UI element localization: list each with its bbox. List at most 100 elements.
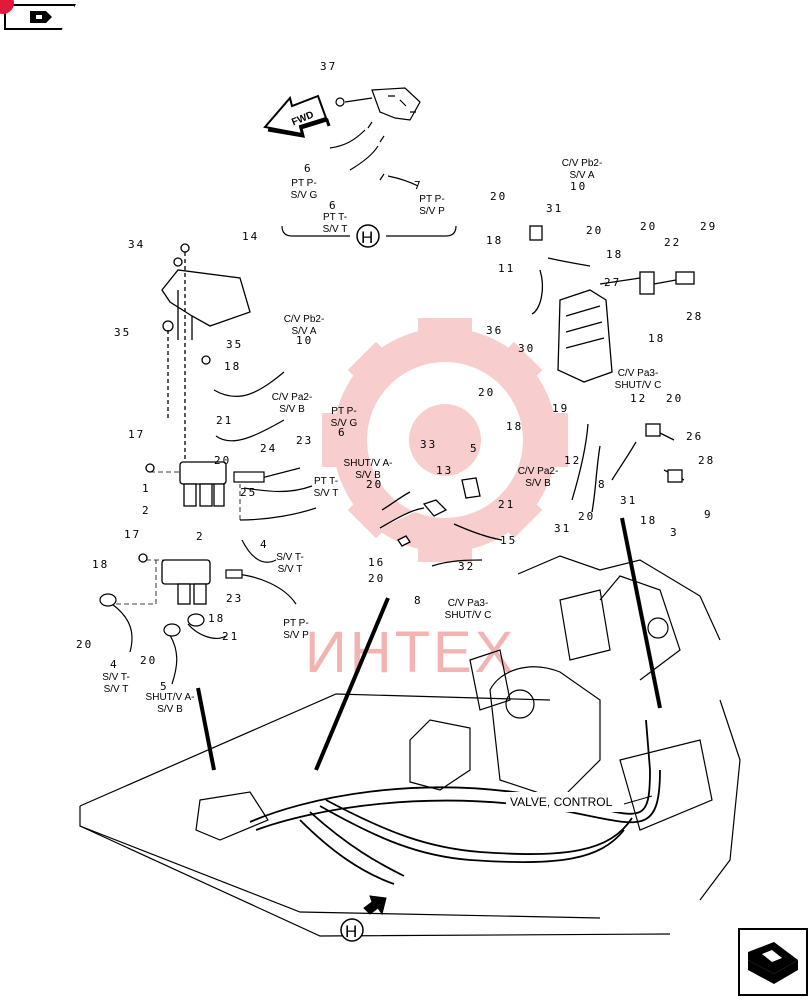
part-number: 22 <box>664 236 681 249</box>
svg-text:S/V T: S/V T <box>104 684 129 695</box>
part-number: 21 <box>498 498 515 511</box>
part-number: 30 <box>518 342 535 355</box>
label-shut-a-svb-left: SHUT/V A- <box>146 692 195 703</box>
view-h-label-top: H <box>361 228 373 247</box>
svg-text:S/V T: S/V T <box>278 564 303 575</box>
label-pt-t-sv-t: PT T- <box>323 212 347 223</box>
part-number: 27 <box>604 276 621 289</box>
control-valve-right <box>529 225 695 513</box>
label-cv-pb2-sva-right: C/V Pb2- <box>562 158 603 169</box>
top-detail-view <box>281 87 457 237</box>
part-number: 10 <box>570 180 587 193</box>
part-number: 20 <box>140 654 157 667</box>
part-number: 23 <box>226 592 243 605</box>
part-number: 10 <box>296 334 313 347</box>
part-number: 23 <box>296 434 313 447</box>
part-number: 6 <box>329 199 338 212</box>
svg-text:SHUT/V C: SHUT/V C <box>445 610 492 621</box>
next-page-button[interactable] <box>738 928 808 996</box>
part-number: 33 <box>420 438 437 451</box>
part-number: 15 <box>500 534 517 547</box>
svg-text:S/V T: S/V T <box>323 224 348 235</box>
svg-text:S/V B: S/V B <box>525 478 551 489</box>
part-number: 5 <box>470 442 479 455</box>
part-number: 20 <box>76 638 93 651</box>
part-number: 6 <box>304 162 313 175</box>
label-sv-t-left: S/V T- <box>102 672 130 683</box>
part-number: 9 <box>704 508 713 521</box>
part-number: 3 <box>670 526 679 539</box>
watermark-logo <box>322 318 568 562</box>
part-number: 19 <box>552 402 569 415</box>
part-number: 8 <box>598 478 607 491</box>
label-cv-pb2-sva: C/V Pb2- <box>284 314 325 325</box>
part-number: 18 <box>640 514 657 527</box>
part-number: 20 <box>368 572 385 585</box>
part-number: 35 <box>226 338 243 351</box>
svg-text:S/V G: S/V G <box>291 190 318 201</box>
svg-text:SHUT/V C: SHUT/V C <box>615 380 662 391</box>
part-number: 6 <box>338 426 347 439</box>
part-number: 4 <box>260 538 269 551</box>
leader-arrow-left <box>196 687 216 771</box>
watermark-text: ИНТЕХ <box>305 620 516 685</box>
part-number: 28 <box>698 454 715 467</box>
part-number: 8 <box>414 594 423 607</box>
leader-arrow-mid <box>314 597 390 771</box>
fwd-arrow: FWD <box>263 94 331 138</box>
label-pt-t-svt-mid: PT T- <box>314 476 338 487</box>
leader-arrow-right <box>620 517 662 709</box>
label-sv-t-mid: S/V T- <box>276 552 304 563</box>
svg-text:S/V P: S/V P <box>283 630 309 641</box>
part-number: 31 <box>554 522 571 535</box>
shuttle-valve-assembly <box>379 477 503 567</box>
part-number: 18 <box>92 558 109 571</box>
part-number: 18 <box>224 360 241 373</box>
label-pt-p-sv-p-mid: PT P- <box>283 618 308 629</box>
part-number: 20 <box>640 220 657 233</box>
label-cv-pa2-svb: C/V Pa2- <box>272 392 313 403</box>
status-marker <box>0 0 14 14</box>
part-number: 35 <box>114 326 131 339</box>
part-number: 37 <box>320 60 337 73</box>
svg-text:S/V P: S/V P <box>419 206 445 217</box>
page-forward-icon <box>748 942 798 984</box>
part-number: 17 <box>124 528 141 541</box>
part-number: 2 <box>196 530 205 543</box>
label-shut-a-svb: SHUT/V A- <box>344 458 393 469</box>
part-number: 18 <box>486 234 503 247</box>
part-number: 4 <box>110 658 119 671</box>
view-h-label-bottom: H <box>345 922 357 941</box>
part-number: 11 <box>498 262 515 275</box>
valve-control-callout: VALVE, CONTROL <box>510 795 613 809</box>
label-cv-pa3-shut-c: C/V Pa3- <box>618 368 659 379</box>
part-number: 29 <box>700 220 717 233</box>
svg-text:S/V A: S/V A <box>291 326 316 337</box>
svg-text:S/V B: S/V B <box>355 470 381 481</box>
part-number: 16 <box>368 556 385 569</box>
label-cv-pa3-shut-c-mid: C/V Pa3- <box>448 598 489 609</box>
part-number: 12 <box>564 454 581 467</box>
label-pt-p-sv-p: PT P- <box>419 194 444 205</box>
machine-frame <box>79 555 741 937</box>
part-number: 7 <box>414 179 423 192</box>
prev-page-button[interactable] <box>4 4 76 30</box>
part-number: 24 <box>260 442 277 455</box>
label-cv-pa2-svb-right: C/V Pa2- <box>518 466 559 477</box>
part-number: 18 <box>506 420 523 433</box>
label-pt-p-sv-g: PT P- <box>291 178 316 189</box>
part-number: 28 <box>686 310 703 323</box>
part-number: 31 <box>546 202 563 215</box>
part-number: 20 <box>490 190 507 203</box>
part-number: 12 <box>630 392 647 405</box>
part-number: 17 <box>128 428 145 441</box>
part-number: 14 <box>242 230 259 243</box>
part-number: 5 <box>160 680 169 693</box>
part-number: 2 <box>142 504 151 517</box>
part-number: 34 <box>128 238 145 251</box>
part-number: 18 <box>648 332 665 345</box>
part-number: 32 <box>458 560 475 573</box>
mounting-bracket <box>161 243 251 470</box>
part-number: 21 <box>222 630 239 643</box>
